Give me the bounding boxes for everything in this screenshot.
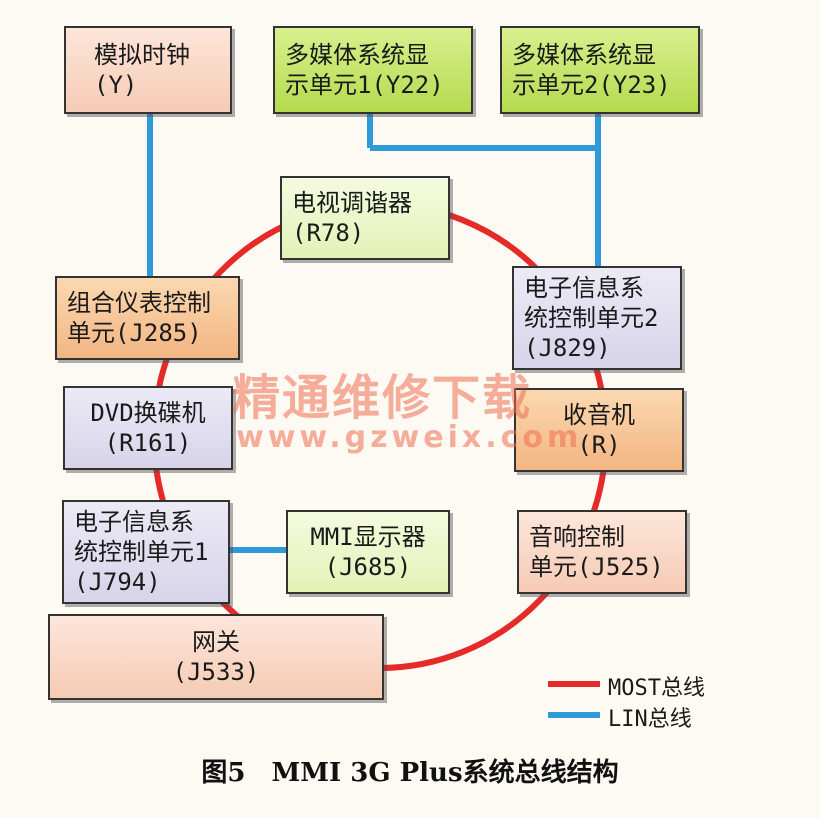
figure-caption: 图5 MMI 3G Plus系统总线结构	[201, 758, 619, 788]
node-infotainment-control-unit-1: 电子信息系 统控制单元1 (J794)	[62, 500, 230, 604]
node-multimedia-display-2: 多媒体系统显 示单元2(Y23)	[500, 26, 700, 114]
node-multimedia-display-1: 多媒体系统显 示单元1(Y22)	[273, 26, 473, 114]
watermark-title: 精通维修下载	[232, 370, 533, 426]
node-mmi-display: MMI显示器 (J685)	[286, 510, 450, 594]
legend-most-swatch	[548, 681, 600, 687]
watermark-url: www.gzweix.com	[236, 420, 583, 455]
node-audio-control-unit: 音响控制 单元(J525)	[517, 510, 687, 594]
node-infotainment-control-unit-2: 电子信息系 统控制单元2 (J829)	[512, 266, 682, 370]
node-dvd-changer: DVD换碟机 (R161)	[63, 386, 233, 470]
node-tv-tuner: 电视调谐器 (R78)	[280, 176, 450, 260]
node-radio: 收音机 (R)	[514, 388, 684, 472]
node-analog-clock: 模拟时钟 (Y)	[64, 26, 232, 114]
legend-lin-label: LIN总线	[608, 707, 692, 732]
node-instrument-cluster: 组合仪表控制 单元(J285)	[55, 276, 240, 360]
legend-most-label: MOST总线	[608, 676, 705, 701]
node-gateway: 网关 (J533)	[48, 614, 384, 700]
legend-lin-swatch	[548, 712, 600, 718]
